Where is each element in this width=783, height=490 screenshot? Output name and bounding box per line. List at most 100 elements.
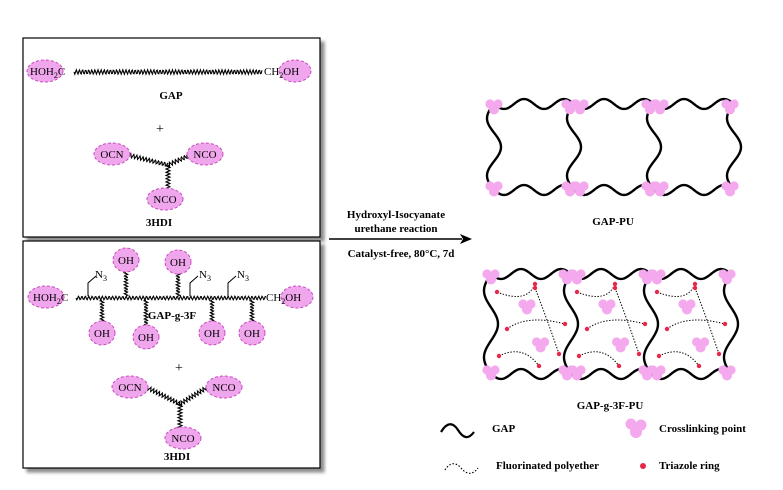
azide-n-2: N [199, 269, 207, 281]
triazole-dot [556, 351, 562, 357]
crosslink-lobe [695, 342, 706, 353]
azide-n-3: N [237, 269, 245, 281]
triazole-dot [504, 326, 510, 332]
hdi-chain-right-b [179, 386, 208, 407]
arrow-label-line1: Hydroxyl-Isocyanate [347, 209, 445, 221]
azide-sub-2: 3 [207, 274, 211, 283]
nco-text-bottom: NCO [153, 194, 176, 206]
nco-ellipse-right-b [205, 375, 243, 399]
gap-edge-vertical [485, 103, 503, 191]
crosslink-lobe [602, 304, 612, 315]
crosslink-lobe [725, 104, 735, 115]
panel-gap-hdi: HOH2C CH2OH GAP + OCN NCO NCO 3HDI [22, 37, 321, 238]
crosslink-lobe [722, 274, 732, 285]
ocn-ellipse-b [111, 375, 149, 399]
legend-triazole-dot [640, 463, 646, 469]
gap-g-3f-backbone [75, 294, 267, 302]
gap-edge-top [653, 97, 735, 111]
svg-text:HOH2C: HOH2C [30, 66, 65, 80]
panel-gapg3f-hdi: HOH2C CH2OH N3 N3 N3 OH OH OH OH OH OH G… [22, 240, 321, 469]
hdi-chain-down-b [176, 403, 184, 429]
arrow-label-line2: urethane reaction [355, 223, 438, 235]
fluorinated-chain [498, 351, 540, 367]
crosslink-lobe [642, 370, 652, 381]
hydroxyl-ellipse-right [278, 59, 312, 83]
legend-fluorinated-swatch [444, 463, 479, 474]
crosslink-lobe [486, 370, 496, 381]
graft-branch-down-4 [248, 299, 256, 323]
hdi-chain-left-b [147, 385, 181, 406]
hdi-chain-right [167, 154, 188, 168]
triazole-dot [494, 289, 500, 295]
azide-stub-3 [227, 275, 237, 296]
hdi-chain-down [164, 164, 172, 191]
svg-text:N3: N3 [199, 269, 211, 283]
gap-edge-top [573, 97, 655, 111]
fluorinated-chain [578, 351, 620, 367]
gap-edge-vertical [565, 103, 583, 191]
legend-fluorinated-label: Fluorinated polyether [496, 460, 599, 472]
ocn-ellipse [93, 142, 131, 166]
oh-text-down-1: OH [94, 328, 110, 340]
legend-crosslink-icon [625, 418, 647, 438]
hdi-chain-left [127, 152, 169, 167]
svg-text:N3: N3 [95, 269, 107, 283]
crosslink-lobe [642, 274, 652, 285]
nco-text-bottom-b: NCO [171, 433, 194, 445]
legend-triazole-label: Triazole ring [659, 460, 720, 472]
carbon-c: C [58, 66, 65, 78]
fluorinated-chain [586, 319, 646, 330]
fluorinated-chain [534, 287, 560, 355]
gap-chain-top [73, 68, 263, 76]
triazole-dot [692, 281, 698, 287]
oh-text: OH [283, 66, 299, 78]
legend: GAP Crosslinking point Fluorinated polye… [440, 418, 746, 474]
triazole-dot [616, 363, 622, 369]
crosslink-lobe [565, 104, 575, 115]
crosslink-lobe [486, 274, 496, 285]
gap-edge-vertical [482, 273, 500, 375]
svg-text:N3: N3 [237, 269, 249, 283]
network-bottom-label: GAP-g-3F-PU [577, 400, 644, 412]
crosslink-lobe [572, 370, 582, 381]
crosslink-lobe [572, 274, 582, 285]
triazole-dot [536, 363, 542, 369]
graft-branch-up-1 [122, 271, 130, 297]
crosslink-lobe [645, 104, 655, 115]
oh-text-down-3: OH [204, 328, 220, 340]
crosslink-lobe [652, 274, 662, 285]
nco-ellipse-bottom [146, 187, 184, 211]
gap-edge-top [493, 97, 575, 111]
hydroxyl-ellipse-left-b [27, 285, 65, 309]
ocn-text: OCN [100, 149, 123, 161]
crosslink-lobe [682, 304, 692, 315]
triazole-dot [496, 353, 502, 359]
triazole-dot [722, 321, 728, 327]
triazole-dot [576, 353, 582, 359]
triazole-dot [532, 285, 538, 291]
gap-edge-bottom [570, 367, 652, 381]
svg-text:CH2OH: CH2OH [264, 66, 299, 80]
gap-edge-vertical [642, 273, 660, 375]
oh-ellipse-up-1 [112, 247, 140, 273]
triazole-dot [642, 321, 648, 327]
crosslink-lobe [645, 186, 655, 197]
gap-edge-top [650, 267, 732, 281]
crosslink-lobe [655, 104, 665, 115]
hydroxyl-left-text: HOH [30, 66, 54, 78]
nco-ellipse-bottom-b [164, 426, 202, 450]
ch-text-b: CH [266, 292, 281, 304]
triazole-dot [574, 289, 580, 295]
triazole-dot [654, 289, 660, 295]
crosslink-lobe [652, 370, 662, 381]
fluorinated-chain [496, 283, 536, 297]
triazole-dot [656, 353, 662, 359]
triazole-dot [612, 281, 618, 287]
gap-edge-vertical [722, 273, 740, 375]
hdi-label-bottom: 3HDI [164, 451, 190, 463]
gap-label: GAP [159, 90, 183, 102]
gap-edge-vertical [645, 103, 663, 191]
triazole-dot [716, 351, 722, 357]
crosslink-lobe [575, 186, 585, 197]
